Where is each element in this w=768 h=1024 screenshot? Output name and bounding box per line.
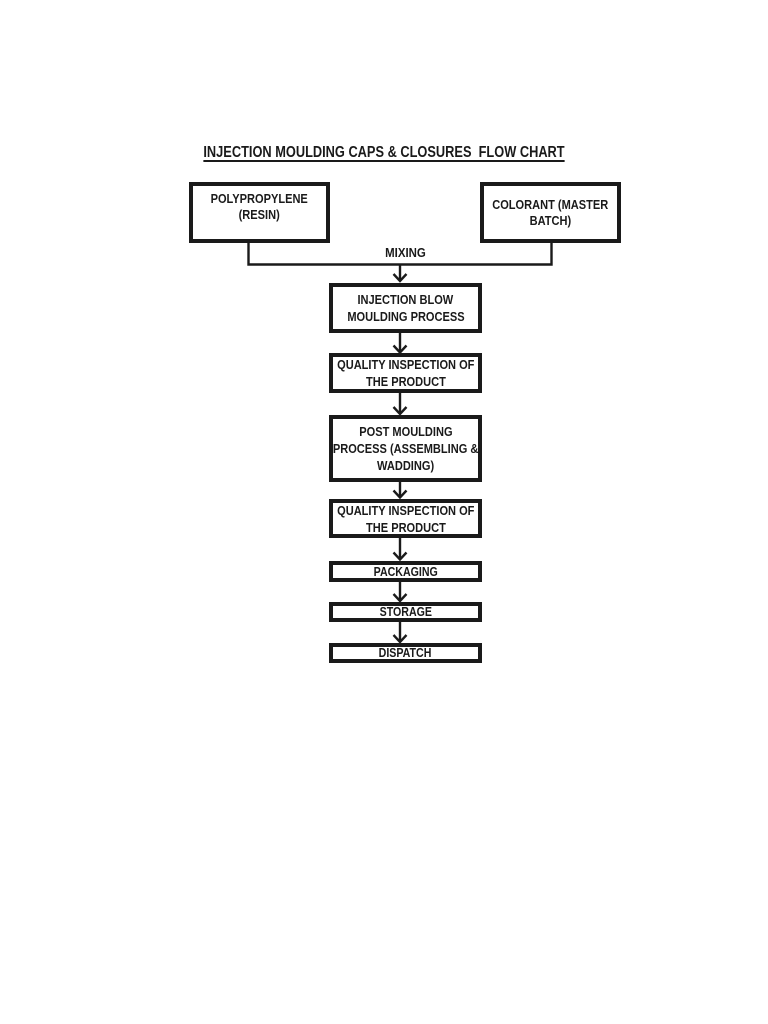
step-label-line: INJECTION BLOW (357, 292, 454, 307)
flow-connector-lines (247, 241, 553, 644)
box-label-line: POLYPROPYLENE (210, 191, 309, 206)
box-colorant-master-batch: COLORANT (MASTER BATCH) (480, 182, 621, 243)
box-label-line: COLORANT (MASTER (492, 196, 609, 212)
arrow-mixing-to-injection (392, 264, 408, 283)
step-label-line: THE PRODUCT (365, 519, 446, 535)
step-storage: STORAGE (329, 602, 482, 622)
arrow-packaging-to-storage (392, 582, 408, 603)
arrow-storage-to-dispatch (392, 622, 408, 644)
box-polypropylene-resin: POLYPROPYLENE (RESIN) (189, 182, 330, 243)
arrow-quality-2-to-packaging (392, 538, 408, 562)
step-label-line: WADDING) (376, 458, 435, 473)
step-label-line: QUALITY INSPECTION OF (336, 502, 475, 518)
step-dispatch: DISPATCH (329, 643, 482, 663)
step-label-line: THE PRODUCT (365, 374, 446, 389)
step-packaging: PACKAGING (329, 561, 482, 582)
box-label-line: (RESIN) (238, 207, 281, 222)
step-label-line: DISPATCH (379, 646, 432, 660)
step-injection-blow-moulding-process: INJECTION BLOW MOULDING PROCESS (329, 283, 482, 333)
step-label-line: MOULDING PROCESS (346, 309, 465, 324)
arrow-post-moulding-to-quality-2 (392, 482, 408, 500)
step-label-line: QUALITY INSPECTION OF (336, 357, 475, 372)
step-label-line: POST MOULDING (358, 424, 453, 439)
mixing-label: MIXING (385, 245, 426, 260)
step-label-line: PACKAGING (373, 564, 438, 579)
step-quality-inspection-1: QUALITY INSPECTION OF THE PRODUCT (329, 353, 482, 393)
step-label-line: PROCESS (ASSEMBLING & (332, 441, 479, 456)
arrow-quality-1-to-post-moulding (392, 393, 408, 416)
arrow-injection-to-quality-1 (392, 333, 408, 355)
step-label-line: STORAGE (379, 605, 432, 619)
box-label-line: BATCH) (529, 212, 572, 228)
step-quality-inspection-2: QUALITY INSPECTION OF THE PRODUCT (329, 499, 482, 538)
flow-chart-title: INJECTION MOULDING CAPS & CLOSURES FLOW … (203, 144, 565, 161)
step-post-moulding-process: POST MOULDING PROCESS (ASSEMBLING & WADD… (329, 415, 482, 482)
